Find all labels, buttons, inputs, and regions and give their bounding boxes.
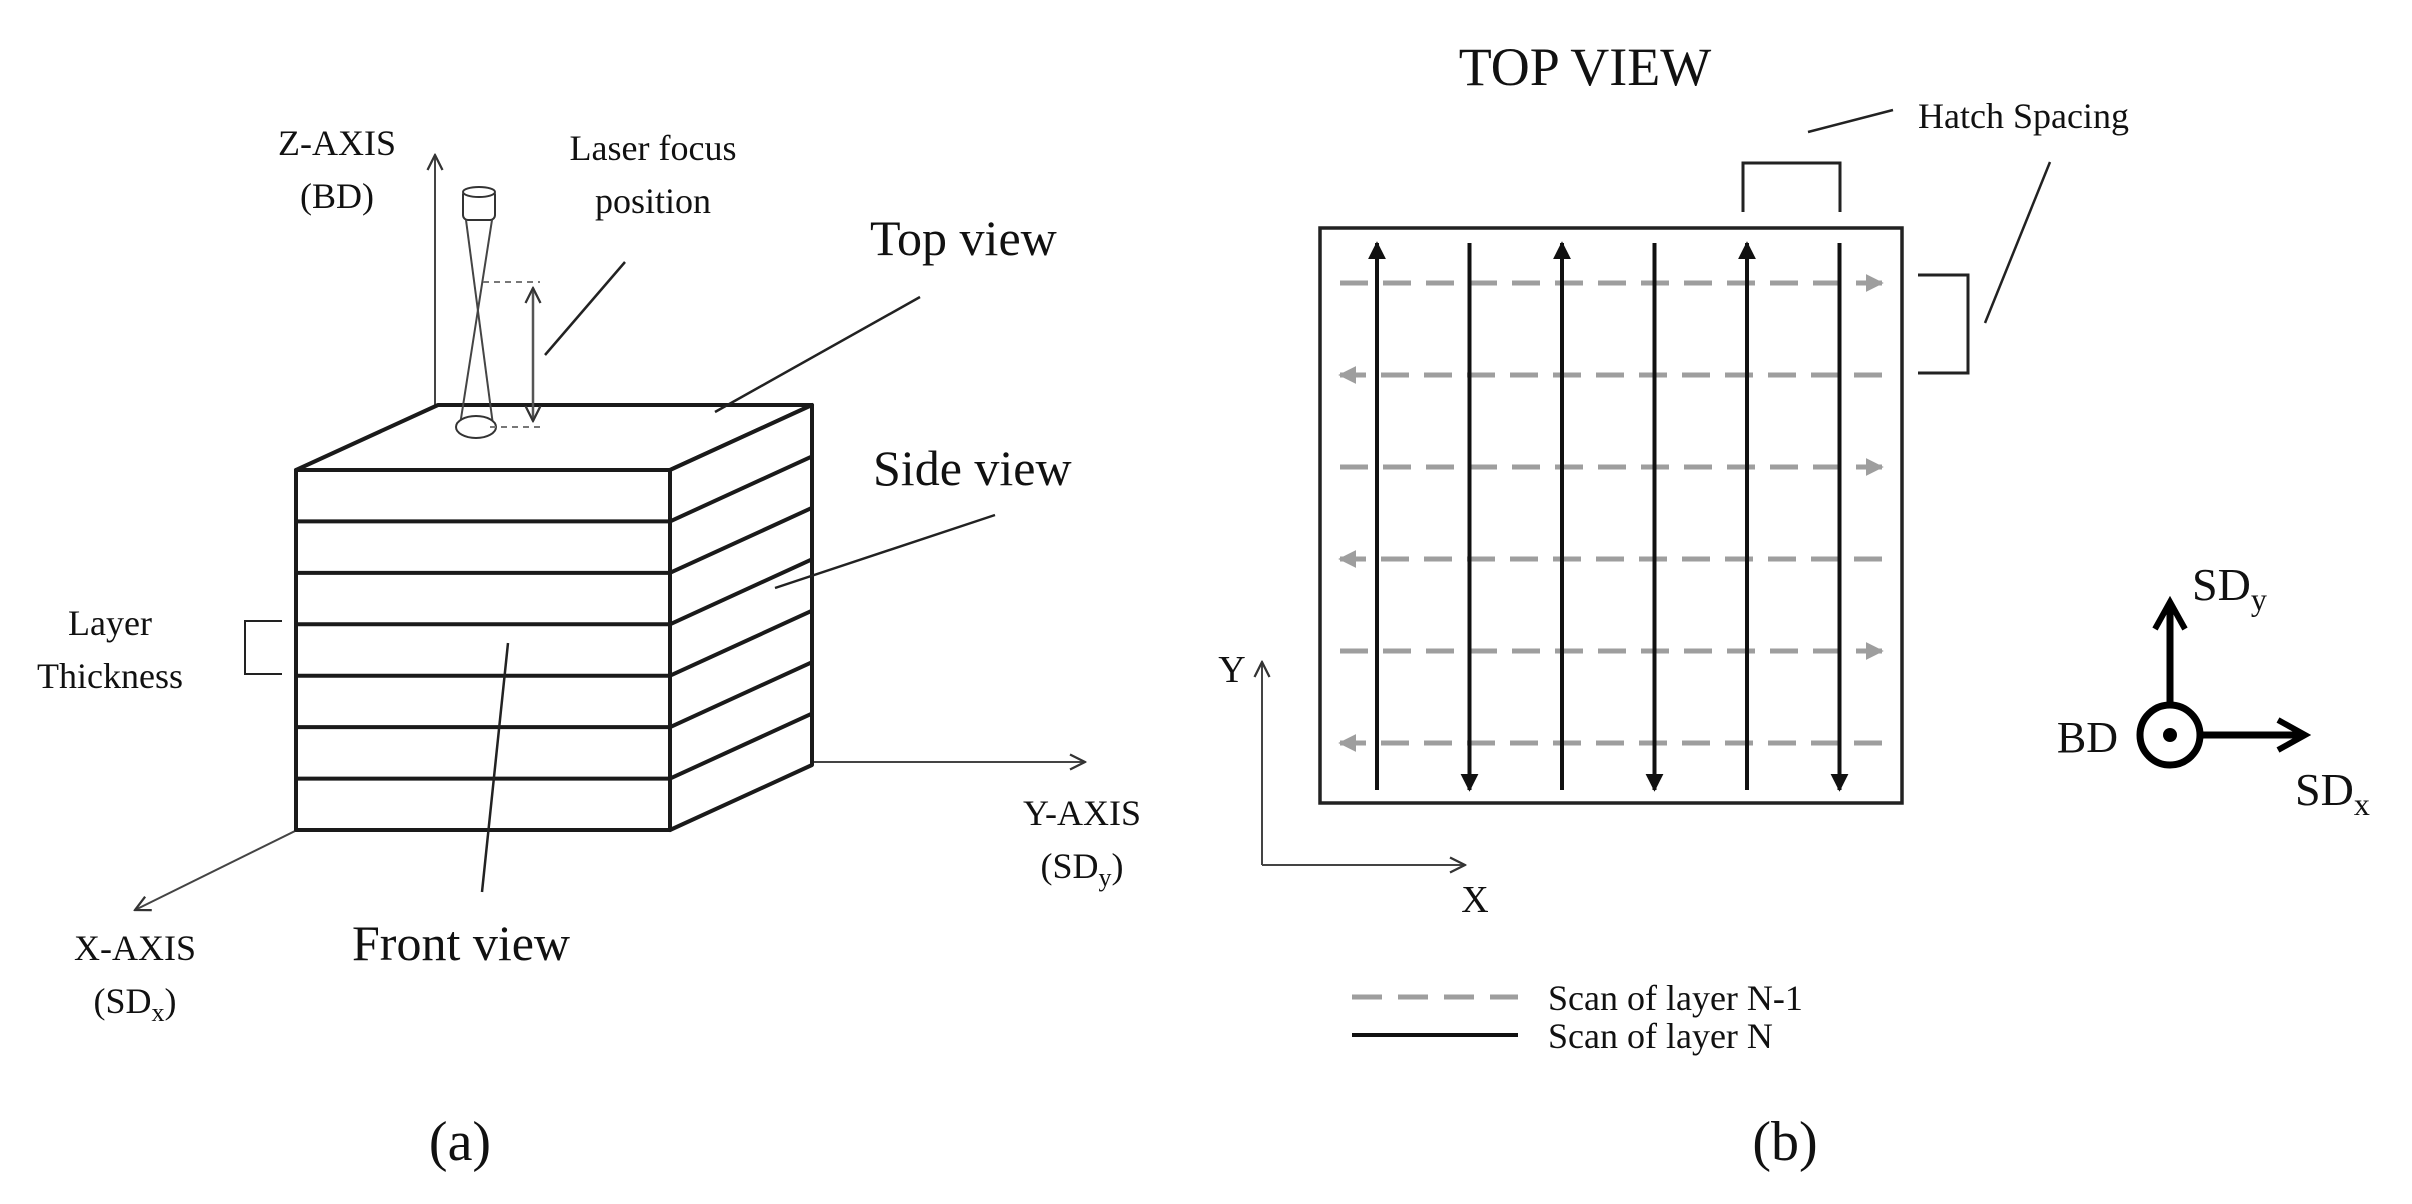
hatch-spacing-bracket-right — [1918, 273, 1970, 375]
top-view-label: Top view — [870, 210, 1057, 266]
z-axis-label: Z-AXIS — [278, 123, 396, 163]
scan-tracks-layer-n-1 — [1338, 274, 1884, 752]
y-axis-sub-label: (SDy) — [1040, 846, 1123, 892]
laser-beam-left — [465, 219, 494, 426]
panel-b-top-view: TOP VIEW Hatch Spacing Y X BD SDy SDx Sc… — [1218, 37, 2370, 1173]
z-axis-sub-label: (BD) — [300, 176, 374, 216]
front-view-leader-line — [480, 642, 510, 893]
side-view-leader-line — [774, 513, 996, 590]
layer-line-side — [669, 608, 813, 678]
hatch-spacing-bracket-top — [1741, 161, 1842, 212]
panel-a-isometric-view: Z-AXIS (BD) Laser focus position Top vie… — [37, 123, 1141, 1173]
laser-leader-line — [544, 261, 626, 356]
x-axis-label: X-AXIS — [74, 928, 196, 968]
layer-line-side — [669, 711, 813, 781]
layer-line-side — [669, 557, 813, 627]
front-view-label: Front view — [352, 915, 570, 971]
laser-beam-right — [459, 219, 493, 426]
b-y-axis-label: Y — [1218, 649, 1245, 691]
sdy-label: SDy — [2192, 559, 2267, 617]
layer-thickness-bracket — [244, 620, 282, 675]
side-view-label: Side view — [873, 440, 1072, 496]
layer-lines — [296, 454, 813, 781]
x-axis-sub-label: (SDx) — [93, 981, 176, 1027]
b-x-axis-label: X — [1461, 879, 1488, 921]
laser-label-line1: Laser focus — [570, 128, 737, 168]
top-view-title: TOP VIEW — [1459, 37, 1712, 97]
bd-label: BD — [2057, 713, 2118, 762]
layer-thickness-label-line1: Layer — [68, 603, 152, 643]
laser-head-top — [462, 186, 496, 198]
panel-b-caption: (b) — [1752, 1111, 1817, 1173]
cube-front-face — [294, 468, 672, 832]
layer-line-side — [669, 660, 813, 729]
layer-line-side — [669, 454, 813, 524]
hatch-spacing-label: Hatch Spacing — [1918, 96, 2129, 136]
legend-current-label: Scan of layer N — [1548, 1016, 1773, 1056]
y-axis-label: Y-AXIS — [1023, 793, 1141, 833]
laser-label-line2: position — [595, 181, 711, 221]
legend-prev-label: Scan of layer N-1 — [1548, 978, 1803, 1018]
panel-a-caption: (a) — [429, 1111, 491, 1173]
top-view-leader-line — [714, 295, 921, 414]
scan-area-box — [1318, 226, 1904, 805]
scan-tracks-layer-n — [1368, 241, 1849, 792]
hatch-spacing-leader-right — [1983, 161, 2052, 324]
cube-side-face — [668, 403, 814, 832]
layer-thickness-label-line2: Thickness — [37, 656, 183, 696]
hatch-spacing-leader-top — [1807, 108, 1894, 134]
bd-dot-icon — [2163, 728, 2177, 742]
layer-line-side — [669, 506, 813, 575]
sdx-label: SDx — [2295, 764, 2370, 822]
